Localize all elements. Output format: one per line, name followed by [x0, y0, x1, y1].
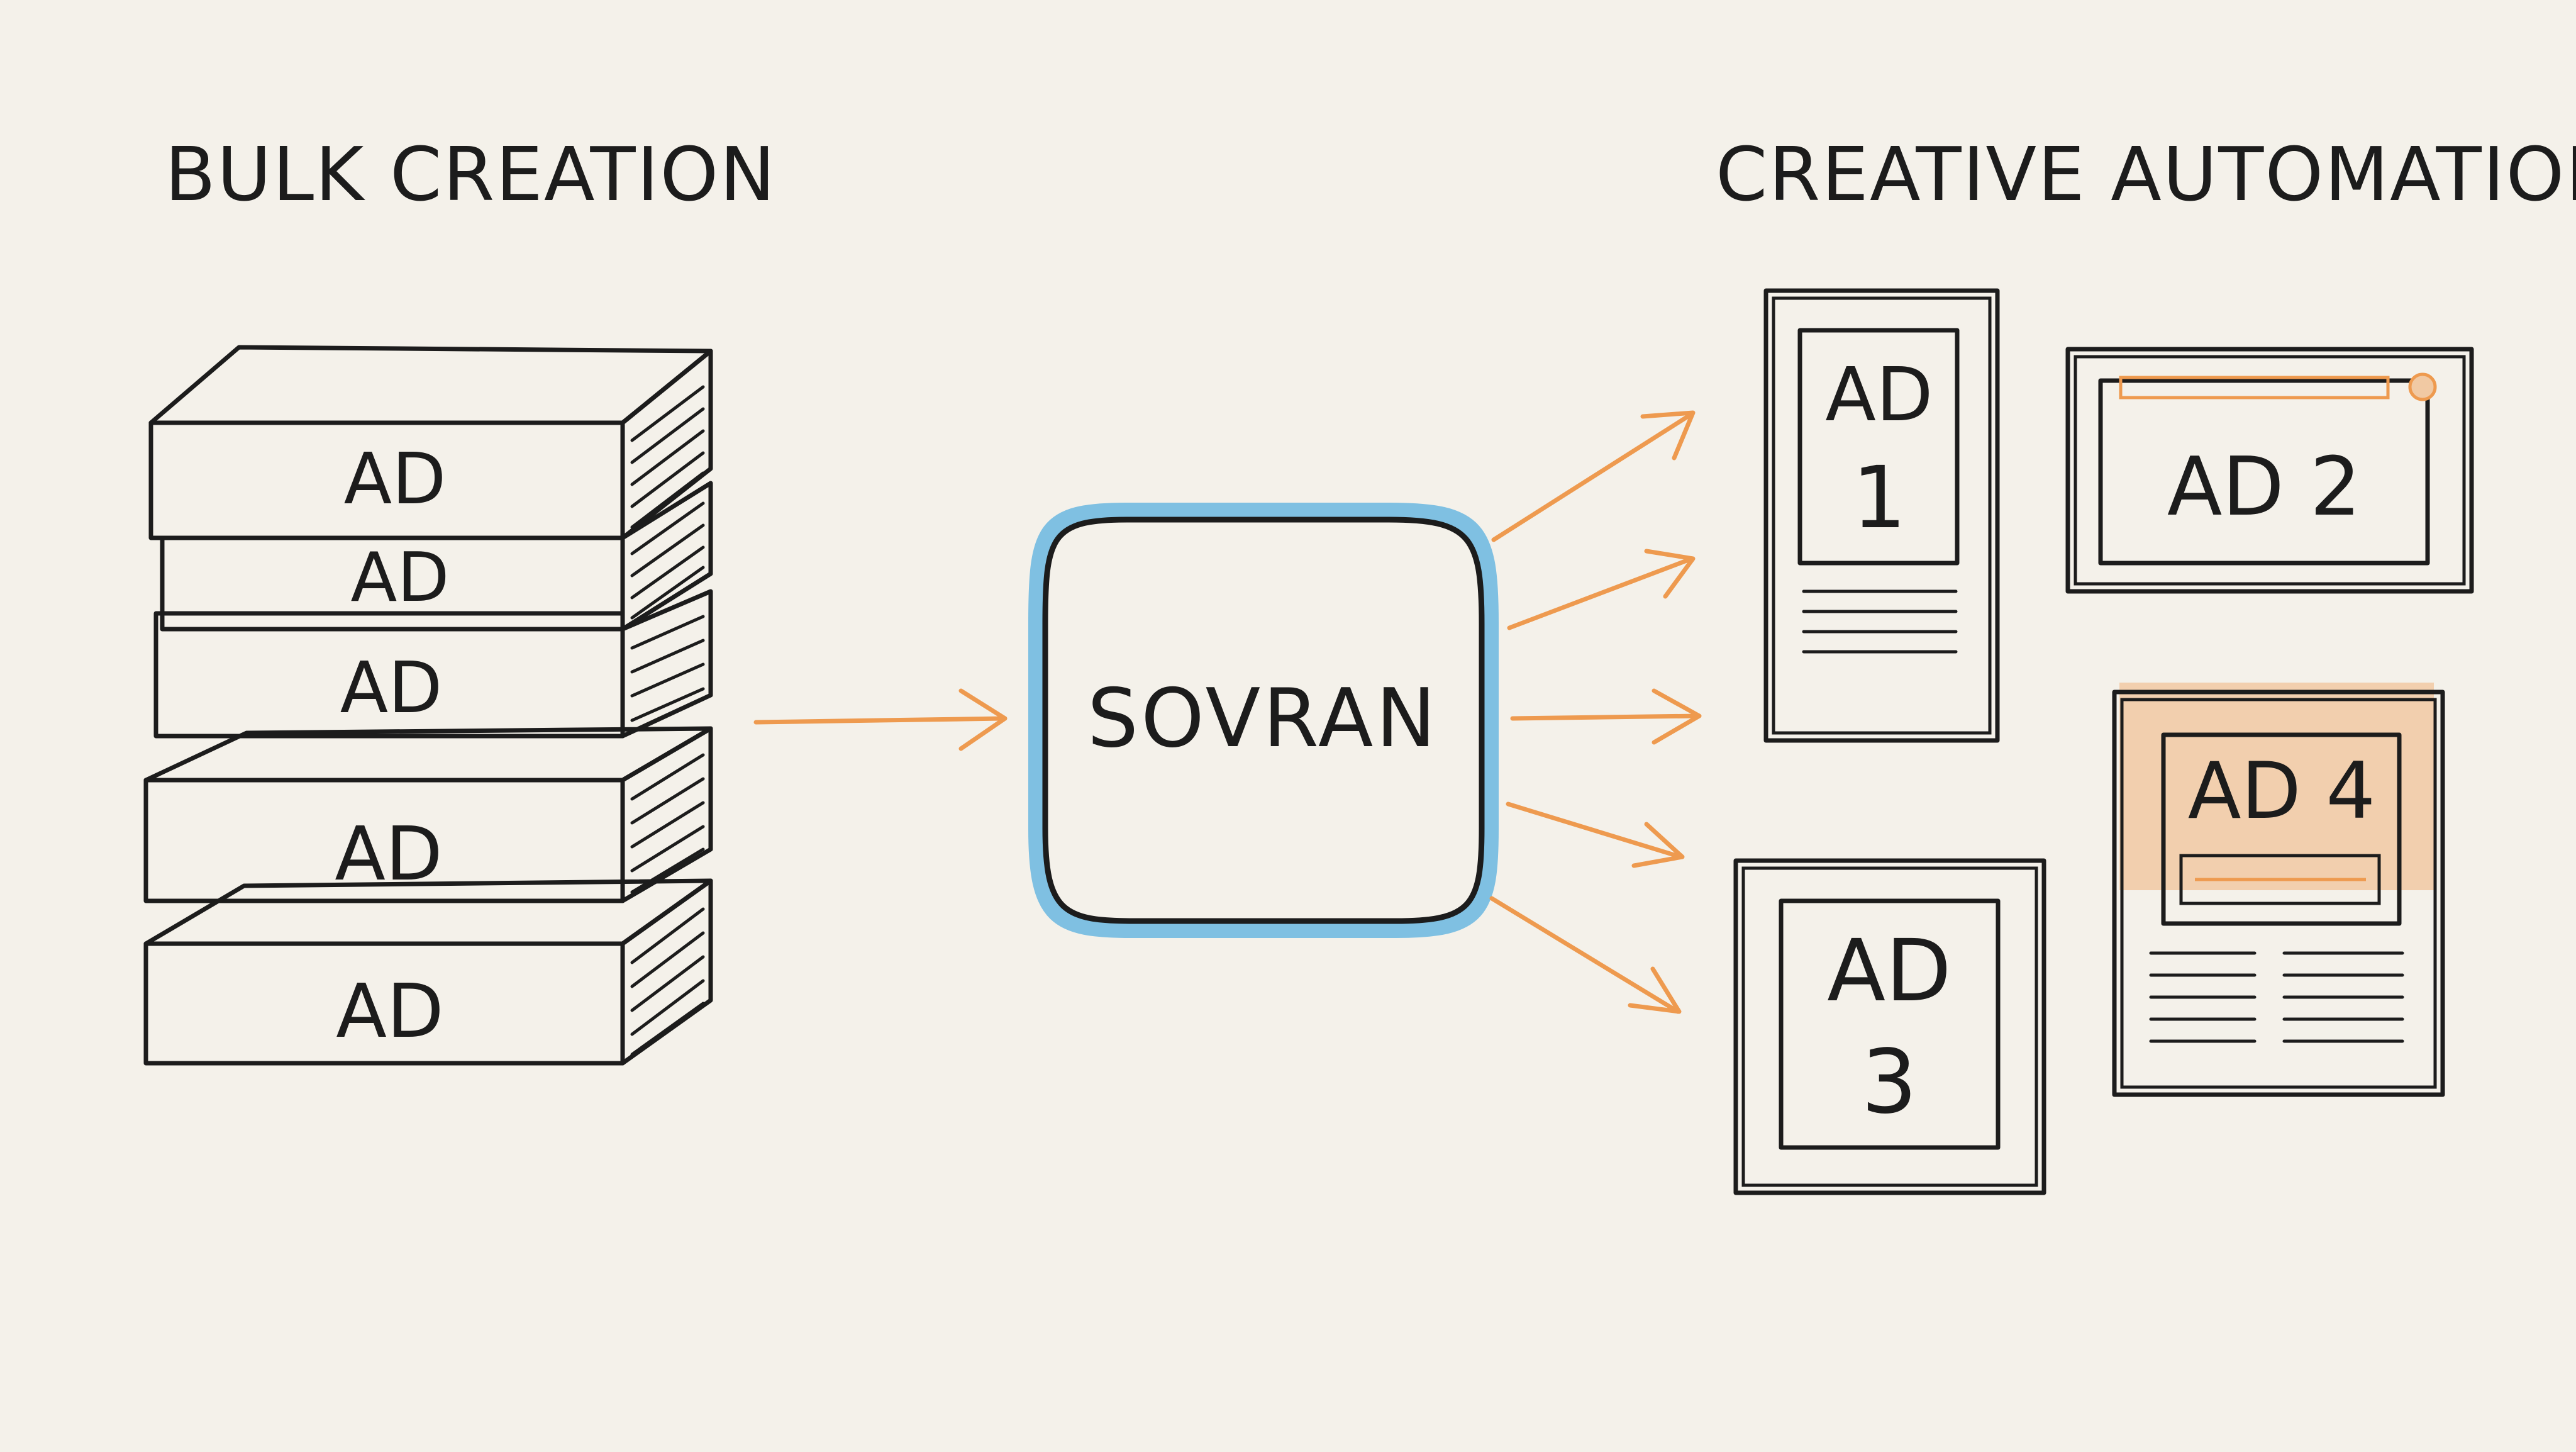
stack-box-2-label: AD: [350, 539, 449, 617]
ad-2-label: AD 2: [2167, 440, 2361, 534]
stack-box-3-label: AD: [340, 647, 443, 729]
ad-3-card: AD 3: [1733, 858, 2046, 1195]
stack-box-1-label: AD: [344, 438, 447, 520]
title-creative-automation: CREATIVE AUTOMATION: [1716, 131, 2576, 218]
ad-1-card: AD 1: [1763, 288, 2000, 743]
stack-box-5: AD: [143, 878, 713, 1066]
arrow-out-3: [1510, 688, 1702, 745]
ad-stack: AD AD AD AD AD: [143, 345, 713, 1066]
stack-box-3: AD: [153, 589, 713, 739]
ad-4-card: AD 4: [2112, 683, 2445, 1097]
ad-3-label-line2: 3: [1861, 1031, 1917, 1134]
ad-2-search-bar: [2119, 376, 2390, 399]
ad-2-orange-dot: [2408, 372, 2437, 401]
stack-box-5-label: AD: [336, 968, 444, 1054]
stack-box-1: AD: [148, 345, 713, 540]
arrow-out-5: [1489, 896, 1682, 1014]
ad-2-card: AD 2: [2065, 347, 2474, 594]
arrows-output: [1489, 410, 1702, 1014]
ad-1-label-line2: 1: [1852, 449, 1907, 548]
arrow-input: [753, 688, 1008, 751]
arrow-out-4: [1506, 801, 1685, 868]
sovran-hub: SOVRAN: [1028, 503, 1499, 938]
sovran-label: SOVRAN: [1087, 672, 1438, 766]
arrow-out-2: [1507, 549, 1696, 630]
title-bulk-creation: BULK CREATION: [165, 131, 776, 218]
stack-box-4: AD: [143, 726, 713, 903]
stack-box-2: AD: [160, 481, 713, 632]
ad-4-label: AD 4: [2188, 746, 2376, 837]
arrow-out-1: [1491, 410, 1696, 542]
ad-1-label-line1: AD: [1825, 351, 1933, 438]
ad-3-label-line1: AD: [1827, 922, 1951, 1021]
